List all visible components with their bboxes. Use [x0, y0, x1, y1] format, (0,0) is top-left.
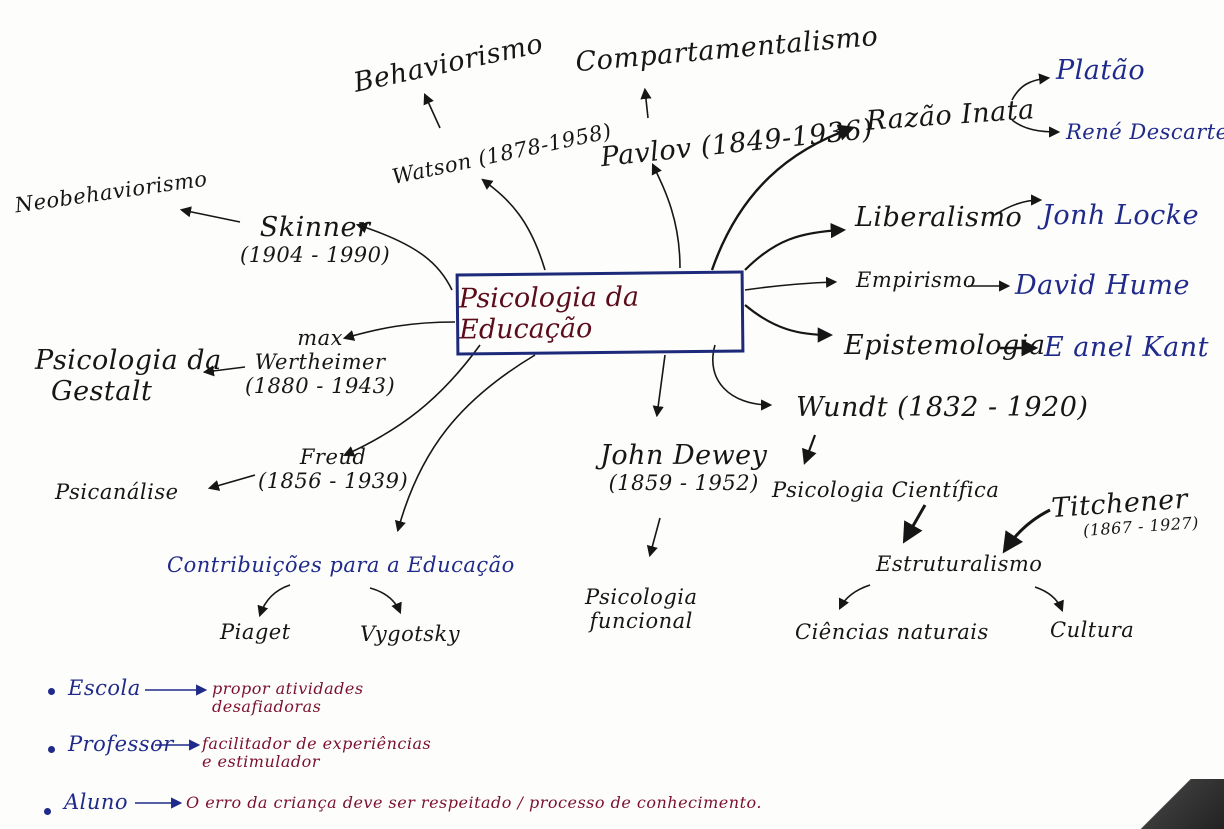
- node-skinner: Skinner (1904 - 1990): [240, 212, 390, 267]
- node-psicanalise: Psicanálise: [55, 480, 179, 504]
- node-gestalt: Psicologia da Gestalt: [35, 345, 222, 407]
- arrow-center-empirismo: [744, 276, 838, 291]
- arrow-watson-behaviorismo: [423, 92, 441, 129]
- central-topic: Psicologia da Educação: [455, 270, 745, 356]
- node-wertheimer: max Wertheimer (1880 - 1943): [245, 326, 395, 398]
- arrow-estruturalismo-cultura: [1034, 586, 1064, 613]
- arrow-liberalismo-locke: [994, 194, 1043, 216]
- arrow-center-dewey: [652, 354, 666, 418]
- note-aluno-text: O erro da criança deve ser respeitado / …: [186, 793, 762, 812]
- note-aluno-label: Aluno: [64, 790, 129, 814]
- arrow-center-skinner: [355, 222, 453, 291]
- arrow-razao-descartes: [1011, 119, 1061, 138]
- skinner-dates: (1904 - 1990): [240, 243, 391, 268]
- arrow-titchener-estruturalismo: [1002, 508, 1051, 554]
- node-platao: Platão: [1056, 55, 1146, 86]
- wertheimer-last: Wertheimer: [254, 350, 386, 375]
- dewey-dates: (1859 - 1952): [608, 471, 759, 496]
- note-escola-line1: propor atividades: [212, 679, 364, 698]
- arrow-center-liberalismo: [744, 222, 847, 271]
- node-dewey: John Dewey (1859 - 1952): [600, 440, 767, 495]
- note-escola-label: Escola: [68, 676, 141, 700]
- arrow-center-wertheimer: [342, 321, 456, 341]
- wertheimer-dates: (1880 - 1943): [245, 374, 396, 399]
- node-psicologia-cientifica: Psicologia Científica: [772, 478, 1000, 502]
- arrow-freud-psicanalise: [207, 474, 256, 491]
- arrow-center-wundt: [712, 344, 773, 411]
- node-hume: David Hume: [1015, 270, 1191, 301]
- node-contribuicoes: Contribuições para a Educação: [167, 553, 515, 577]
- arrow-center-pavlov: [651, 162, 681, 269]
- arrow-razao-platao: [1011, 73, 1051, 101]
- node-empirismo: Empirismo: [856, 268, 976, 292]
- funcional-line1: Psicologia: [585, 585, 698, 609]
- note-escola-line2: desafiadoras: [212, 696, 322, 716]
- node-descartes: René Descartes: [1066, 120, 1224, 144]
- note-escola-text: propor atividades desafiadoras: [212, 680, 364, 715]
- node-kant: E anel Kant: [1044, 332, 1209, 363]
- arrow-cientifica-estruturalismo: [902, 504, 927, 544]
- central-topic-label: Psicologia da Educação: [458, 281, 640, 346]
- node-vygotsky: Vygotsky: [360, 622, 461, 646]
- node-psicologia-funcional: Psicologia funcional: [585, 585, 698, 633]
- node-wundt: Wundt (1832 - 1920): [796, 392, 1089, 423]
- node-liberalismo: Liberalismo: [855, 202, 1023, 233]
- bullet-aluno: [44, 808, 51, 815]
- node-locke: Jonh Locke: [1042, 200, 1200, 231]
- arrow-pavlov-compartamentalismo: [640, 87, 652, 119]
- freud-dates: (1856 - 1939): [258, 469, 409, 494]
- note-professor-line2: e estimulador: [202, 751, 320, 771]
- wertheimer-first: max: [297, 326, 343, 350]
- photo-corner-shadow: [1134, 779, 1224, 829]
- arrow-wertheimer-gestalt: [202, 365, 246, 377]
- node-freud: Freud (1856 - 1939): [258, 445, 408, 493]
- gestalt-line2: Gestalt: [51, 376, 153, 408]
- node-estruturalismo: Estruturalismo: [876, 552, 1043, 576]
- bullet-professor: [48, 746, 55, 753]
- gestalt-line1: Psicologia da: [35, 345, 222, 376]
- arrow-dewey-funcional: [646, 517, 661, 558]
- funcional-line2: funcional: [589, 609, 693, 634]
- node-epistemologia: Epistemologia: [844, 330, 1046, 361]
- arrow-center-watson: [481, 178, 546, 271]
- note-professor-label: Professor: [68, 732, 174, 756]
- skinner-name: Skinner: [259, 212, 371, 243]
- arrow-wundt-cientifica: [802, 434, 817, 465]
- note-professor-line1: facilitador de experiências: [202, 734, 432, 753]
- arrow-estruturalismo-ciencias: [838, 584, 871, 611]
- node-cultura: Cultura: [1050, 618, 1135, 642]
- arrow-center-freud: [342, 344, 481, 457]
- freud-name: Freud: [299, 445, 367, 469]
- bullet-escola: [48, 688, 55, 695]
- arrow-contribuicoes-vygotsky: [369, 587, 402, 615]
- arrow-center-contribuicoes: [394, 354, 536, 533]
- node-ciencias-naturais: Ciências naturais: [795, 620, 989, 644]
- arrow-skinner-neobehaviorismo: [179, 206, 241, 223]
- arrow-contribuicoes-piaget: [257, 584, 291, 618]
- arrow-center-razao: [710, 124, 856, 271]
- note-professor-text: facilitador de experiências e estimulado…: [202, 735, 431, 770]
- arrow-center-epistemologia: [744, 304, 834, 343]
- node-titchener: Titchener (1867 - 1927): [1050, 483, 1199, 543]
- dewey-name: John Dewey: [600, 440, 768, 471]
- node-piaget: Piaget: [220, 620, 291, 644]
